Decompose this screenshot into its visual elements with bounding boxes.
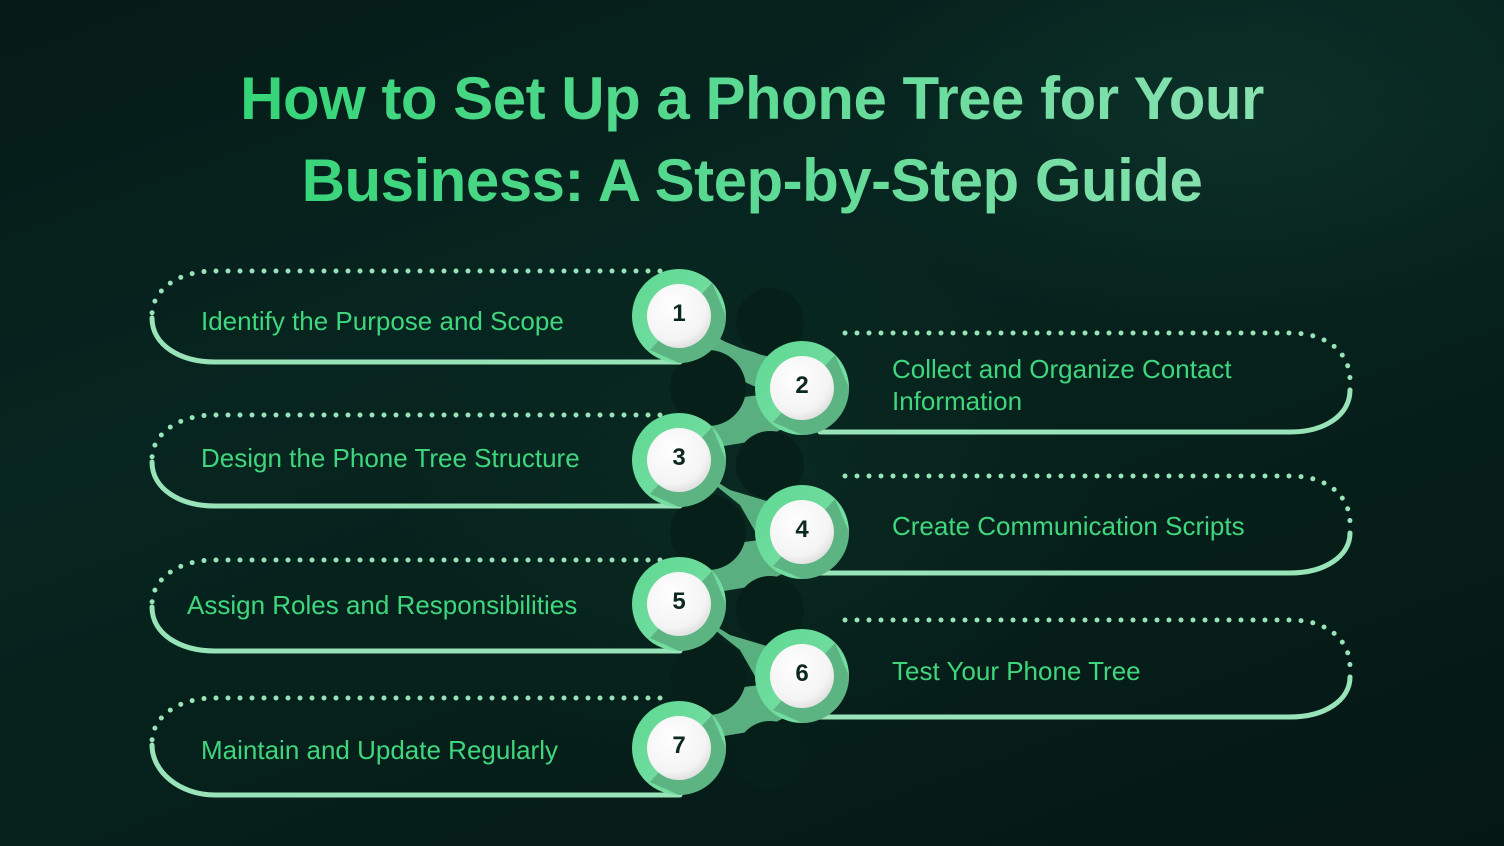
step-label-1: Identify the Purpose and Scope	[201, 306, 564, 336]
step-label-3: Design the Phone Tree Structure	[201, 443, 580, 473]
node-step-2	[755, 341, 849, 435]
step-label-2-line-1: Collect and Organize Contact	[892, 354, 1232, 384]
step-number-7: 7	[672, 732, 686, 759]
step-label-7: Maintain and Update Regularly	[201, 735, 558, 765]
card-outline-step-5	[149, 557, 683, 654]
connector-cutouts	[670, 288, 804, 789]
card-outline-step-6	[817, 617, 1353, 720]
card-outline-step-3	[149, 412, 683, 509]
node-step-6	[755, 629, 849, 723]
card-outline-step-7	[149, 695, 683, 798]
node-step-3	[632, 413, 726, 507]
step-number-4: 4	[795, 516, 809, 543]
step-label-2-line-2: Information	[892, 386, 1023, 416]
node-step-1	[632, 269, 726, 363]
step-number-3: 3	[672, 444, 686, 471]
step-label-5: Assign Roles and Responsibilities	[187, 590, 578, 620]
card-outline-step-4	[817, 473, 1353, 576]
node-step-4	[755, 485, 849, 579]
step-number-1: 1	[672, 300, 686, 327]
card-outline-step-2	[817, 330, 1353, 435]
step-label-2: Collect and Organize Contact Information	[892, 353, 1232, 417]
step-number-2: 2	[795, 372, 809, 399]
step-label-6: Test Your Phone Tree	[892, 656, 1141, 686]
step-label-4: Create Communication Scripts	[892, 511, 1245, 541]
step-number-5: 5	[672, 588, 686, 615]
node-step-7	[632, 701, 726, 795]
node-step-5	[632, 557, 726, 651]
card-outline-step-1	[149, 268, 683, 365]
step-number-6: 6	[795, 660, 809, 687]
